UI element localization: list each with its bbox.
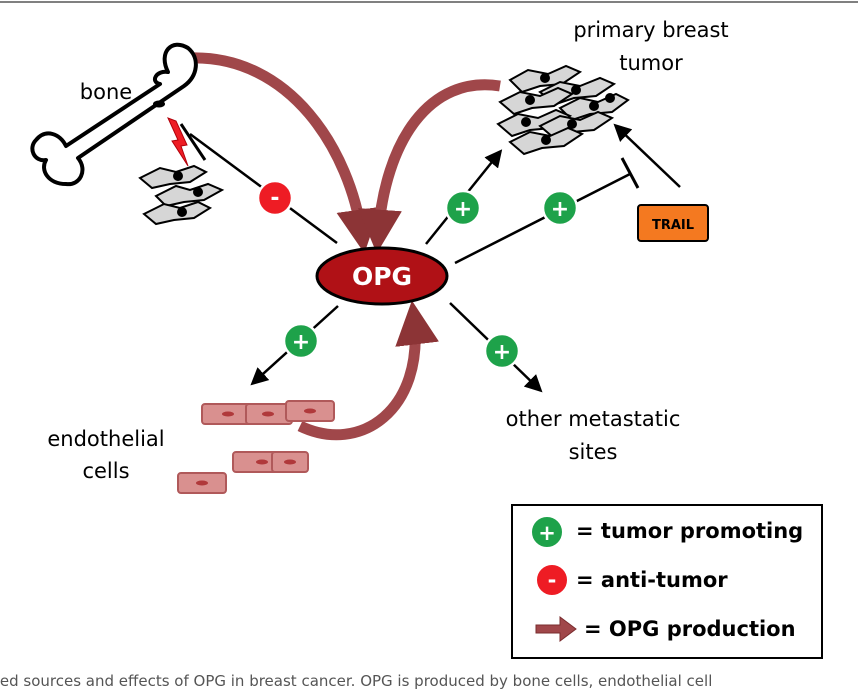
plus-sign-trail: + [541,189,579,227]
production-arrow-from-endothelial [297,300,439,441]
trail-box [637,204,709,242]
tumor-label-line2: tumor [619,51,683,75]
plus-sign-endothelial: + [282,322,320,360]
trail-node: TRAIL [637,204,709,242]
legend-item-anti: - = anti-tumor [535,563,728,597]
svg-text:+: + [538,521,556,545]
svg-text:+: + [551,197,569,222]
tumor-label-line1: primary breast [573,18,728,42]
bone-cells-illustration [138,164,225,226]
endothelial-label-line2: cells [82,459,129,483]
opg-node: OPG [315,246,449,306]
metastatic-label-line1: other metastatic [506,407,681,431]
opg-label: OPG [352,262,412,291]
production-arrow-from-tumor [357,79,501,254]
inhibit-bar-bone [179,123,207,161]
plus-sign-metastatic: + [483,332,521,370]
plus-sign-tumor: + [444,189,482,227]
legend-anti-text: = anti-tumor [576,568,728,592]
opg-ellipse [315,246,449,306]
legend-item-promoting: + = tumor promoting [530,515,803,549]
effect-signs: - + + + + [256,179,579,370]
legend-production-text: = OPG production [584,617,796,641]
inhibit-line-trail [454,172,631,265]
legend-promoting-text: = tumor promoting [576,519,803,543]
production-arrows [189,52,501,441]
svg-text:-: - [548,568,557,592]
minus-sign-bone: - [256,179,294,217]
production-arrow-from-bone [189,52,381,254]
endothelial-cells-illustration [177,400,335,494]
legend-arrow-icon [535,616,577,642]
svg-text:+: + [454,197,472,222]
inhibit-bar-trail [620,157,640,189]
bone-shape [30,42,198,187]
caption-text: ted sources and effects of OPG in breast… [0,672,713,690]
legend: + = tumor promoting - = anti-tumor = OPG… [511,504,823,659]
endothelial-label-line1: endothelial [47,427,164,451]
legend-item-production: = OPG production [535,616,796,642]
svg-text:+: + [493,340,511,365]
lightning-icon [167,117,189,167]
node-labels: bone primary breast tumor endothelial ce… [47,18,728,483]
trail-to-tumor-arrow [613,123,681,188]
legend-plus-icon [530,515,564,549]
metastatic-label-line2: sites [569,440,618,464]
bone-label: bone [80,80,132,104]
legend-minus-icon [535,563,569,597]
bone-cell-dot [153,100,165,108]
svg-text:-: - [270,186,279,211]
bone-illustration [30,42,198,187]
figure-caption: ted sources and effects of OPG in breast… [0,672,858,694]
svg-text:+: + [292,330,310,355]
tumor-cells-illustration [496,64,630,156]
trail-label: TRAIL [652,218,694,233]
